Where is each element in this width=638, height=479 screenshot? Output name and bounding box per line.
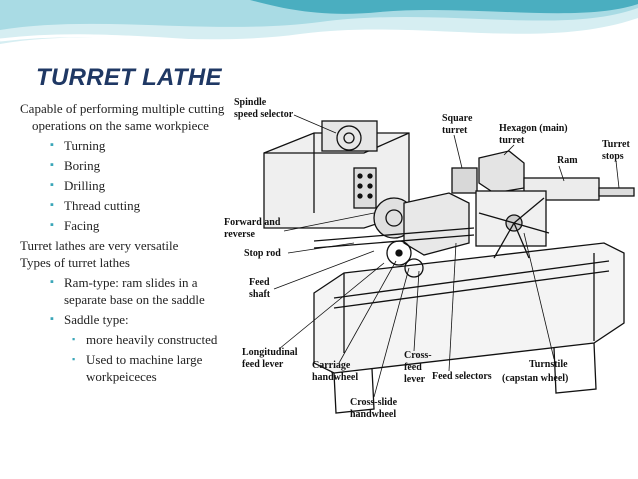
intro-text: Capable of performing multiple cutting o…	[20, 101, 225, 133]
bullet-icon: ▪	[50, 199, 54, 211]
slide-body: Capable of performing multiple cutting o…	[20, 100, 230, 388]
type-subitem: ▪ more heavily constructed	[20, 331, 230, 348]
label-cross-slide-handwheel: handwheel	[350, 409, 396, 420]
slide-title: TURRET LATHE	[36, 64, 222, 91]
operation-item: ▪ Drilling	[20, 177, 230, 194]
label-stops: stops	[602, 151, 624, 162]
label-cross: Cross-	[404, 350, 432, 361]
label-square: Square	[442, 113, 473, 124]
types-list: ▪ Ram-type: ram slides in a separate base…	[20, 274, 230, 385]
operation-label: Thread cutting	[64, 198, 141, 213]
label-capstan: (capstan wheel)	[502, 373, 568, 384]
label-feed: Feed	[249, 277, 270, 288]
label-shaft: shaft	[249, 289, 271, 300]
sub-bullet-icon: ▪	[72, 354, 76, 364]
label-spindle: Spindle	[234, 97, 267, 108]
label-hexagon-turret: turret	[499, 135, 525, 146]
label-cross-lever: lever	[404, 374, 426, 385]
operation-label: Facing	[64, 218, 100, 233]
type-item: ▪ Saddle type:	[20, 311, 230, 328]
label-ram: Ram	[557, 155, 578, 166]
operations-list: ▪Turning▪Boring▪Drilling▪Thread cutting▪…	[20, 137, 230, 234]
operation-item: ▪ Facing	[20, 217, 230, 234]
operation-label: Drilling	[64, 178, 106, 193]
type-subitems: ▪ more heavily constructed ▪ Used to machin…	[20, 331, 230, 385]
type-label: Saddle type:	[64, 312, 129, 327]
type-item: ▪ Ram-type: ram slides in a separate base…	[20, 274, 230, 308]
label-carriage-handwheel: handwheel	[312, 372, 358, 383]
bullet-icon: ▪	[50, 313, 54, 325]
turret-lathe-diagram: Spindle speed selector Square turret Hex…	[224, 97, 635, 420]
versatile-text: Turret lathes are very versatile	[20, 238, 179, 253]
label-turnstile: Turnstile	[529, 359, 568, 370]
label-feed-lever: feed lever	[242, 359, 284, 370]
label-longitudinal: Longitudinal	[242, 347, 298, 358]
bullet-icon: ▪	[50, 276, 54, 288]
operation-item: ▪ Boring	[20, 157, 230, 174]
type-label: Ram-type: ram slides in a separate base …	[64, 275, 205, 307]
label-cross-feed: feed	[404, 362, 422, 373]
label-forward-and: Forward and	[224, 217, 281, 228]
header-banner	[0, 0, 638, 60]
label-stop-rod: Stop rod	[244, 248, 281, 259]
bullet-icon: ▪	[50, 139, 54, 151]
label-speed-selector: speed selector	[234, 109, 294, 120]
types-heading: Types of turret lathes	[20, 255, 130, 270]
operation-item: ▪ Thread cutting	[20, 197, 230, 214]
bullet-icon: ▪	[50, 159, 54, 171]
type-subitem-label: Used to machine large workpeiceces	[86, 352, 203, 384]
type-subitem-label: more heavily constructed	[86, 332, 218, 347]
label-square-turret: turret	[442, 125, 468, 136]
operation-label: Boring	[64, 158, 101, 173]
label-carriage: Carriage	[312, 360, 351, 371]
sub-bullet-icon: ▪	[72, 334, 76, 344]
bullet-icon: ▪	[50, 219, 54, 231]
bullet-icon: ▪	[50, 179, 54, 191]
label-hexagon: Hexagon (main)	[499, 123, 568, 134]
operation-item: ▪ Turning	[20, 137, 230, 154]
label-feed-selectors: Feed selectors	[432, 371, 492, 382]
type-subitem: ▪ Used to machine large workpeiceces	[20, 351, 230, 385]
operation-label: Turning	[64, 138, 106, 153]
label-cross-slide: Cross-slide	[350, 397, 398, 408]
label-turret: Turret	[602, 139, 630, 150]
label-reverse: reverse	[224, 229, 255, 240]
